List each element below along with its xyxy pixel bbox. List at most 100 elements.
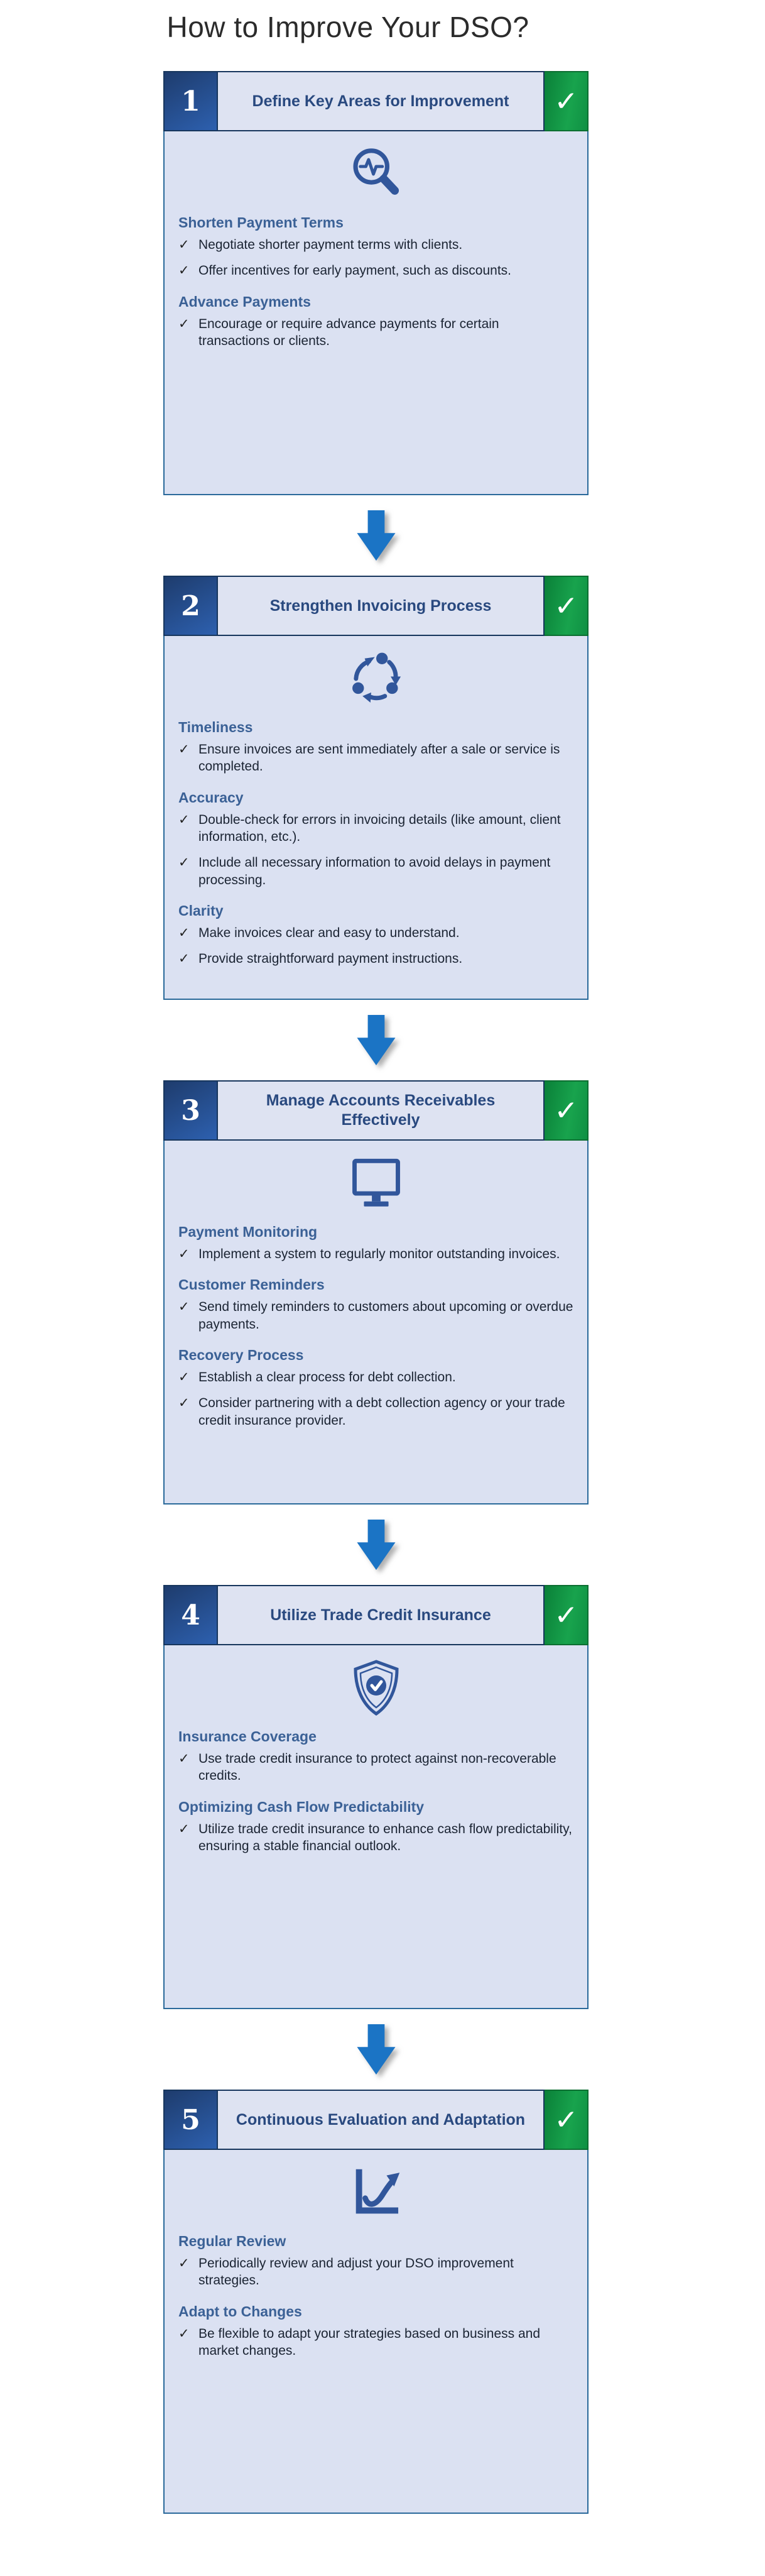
- list-item: ✓ Send timely reminders to customers abou…: [178, 1298, 573, 1333]
- section: Clarity ✓ Make invoices clear and easy to …: [178, 902, 573, 968]
- step-sections: Insurance Coverage ✓Use trade credit insu…: [178, 1728, 573, 1855]
- list-item: ✓ Encourage or require advance payments f…: [178, 315, 573, 350]
- section: Shorten Payment Terms✓Negotiate shorter …: [178, 214, 573, 280]
- list-item: ✓Make invoices clear and easy to underst…: [178, 924, 573, 941]
- section-heading: Adapt to Changes: [178, 2303, 302, 2320]
- down-arrow-icon: [349, 2024, 403, 2077]
- bullet-list: ✓ Make invoices clear and easy to underst…: [178, 924, 573, 968]
- step-title-text: Define Key Areas for Improvement: [252, 92, 509, 110]
- step-sections: Timeliness ✓Ensure invoices are sent imme…: [178, 719, 573, 967]
- step-sections: Shorten Payment Terms✓Negotiate shorter …: [178, 214, 573, 349]
- step-number-badge: 3: [163, 1080, 217, 1141]
- bullet-list: ✓ Utilize trade credit insurance to enhan…: [178, 1821, 573, 1855]
- check-bullet-icon: ✓: [178, 263, 190, 278]
- bullet-list: ✓Establish a clear process for debt coll…: [178, 1369, 573, 1429]
- down-arrow-icon: [349, 510, 403, 563]
- check-bullet-icon: ✓: [178, 1247, 190, 1262]
- checkmark-icon: ✓: [553, 1599, 578, 1631]
- bullet-list: ✓ Double-check for errors in invoicing de…: [178, 811, 573, 889]
- step-title: Continuous Evaluation and Adaptation: [217, 2090, 545, 2151]
- section-heading: Optimizing Cash Flow Predictability: [178, 1798, 425, 1815]
- list-item: ✓Establish a clear process for debt coll…: [178, 1369, 573, 1386]
- check-badge: ✓: [545, 1585, 589, 1646]
- bullet-text: Make invoices clear and easy to understa…: [198, 925, 460, 940]
- down-arrow-icon: [349, 1520, 403, 1572]
- bullet-list: ✓ Send timely reminders to customers abou…: [178, 1298, 573, 1333]
- list-item: ✓ Be flexible to adapt your strategies ba…: [178, 2325, 573, 2360]
- bullet-text: Consider partnering with a debt collecti…: [198, 1396, 565, 1428]
- bullet-text: Be flexible to adapt your strategies bas…: [198, 2326, 541, 2359]
- step-header: 3 Manage Accounts Receivables Effectivel…: [163, 1080, 589, 1141]
- checkmark-icon: ✓: [553, 85, 578, 117]
- bullet-text: Offer incentives for early payment, such…: [198, 263, 512, 278]
- step-number-badge: 1: [163, 71, 217, 132]
- bullet-list: ✓Negotiate shorter payment terms with cl…: [178, 236, 573, 280]
- down-arrow-icon: [349, 1015, 403, 1068]
- bullet-text: Encourage or require advance payments fo…: [198, 316, 499, 349]
- list-item: ✓Double-check for errors in invoicing de…: [178, 811, 573, 846]
- step-body: Payment Monitoring✓Implement a system to…: [163, 1141, 589, 1505]
- step-sections: Payment Monitoring✓Implement a system to…: [178, 1224, 573, 1429]
- checkmark-icon: ✓: [553, 590, 578, 622]
- step-title-text: Strengthen Invoicing Process: [269, 596, 492, 615]
- step-header: 1 Define Key Areas for Improvement ✓: [163, 71, 589, 132]
- section: Optimizing Cash Flow Predictability ✓ Util…: [178, 1799, 573, 1855]
- bullet-text: Double-check for errors in invoicing det…: [198, 812, 561, 845]
- check-bullet-icon: ✓: [178, 2256, 190, 2271]
- step-title: Utilize Trade Credit Insurance: [217, 1585, 545, 1646]
- step-body: Insurance Coverage ✓Use trade credit insu…: [163, 1645, 589, 2010]
- check-bullet-icon: ✓: [178, 316, 190, 331]
- step-title-text: Continuous Evaluation and Adaptation: [236, 2110, 526, 2129]
- list-item: ✓ Provide straightforward payment instruc…: [178, 950, 573, 967]
- list-item: ✓ Periodically review and adjust your DSO…: [178, 2255, 573, 2289]
- step-header: 4 Utilize Trade Credit Insurance ✓: [163, 1585, 589, 1646]
- section-heading: Timeliness: [178, 719, 253, 736]
- section: Advance Payments ✓ Encourage or require ad…: [178, 293, 573, 350]
- bullet-text: Periodically review and adjust your DSO …: [198, 2256, 514, 2288]
- section: Timeliness ✓Ensure invoices are sent imme…: [178, 719, 573, 776]
- list-item: ✓ Offer incentives for early payment, suc…: [178, 262, 573, 279]
- section-heading: Customer Reminders: [178, 1276, 325, 1293]
- step-card-3: 3 Manage Accounts Receivables Effectivel…: [163, 1080, 589, 1505]
- check-badge: ✓: [545, 576, 589, 637]
- section-heading: Accuracy: [178, 789, 244, 806]
- step-number-badge: 2: [163, 576, 217, 637]
- check-badge: ✓: [545, 71, 589, 132]
- page-title: How to Improve Your DSO?: [166, 11, 529, 43]
- step-card-2: 2 Strengthen Invoicing Process ✓ Timelin…: [163, 576, 589, 1000]
- step-header: 5 Continuous Evaluation and Adaptation ✓: [163, 2090, 589, 2151]
- section-heading: Regular Review: [178, 2233, 286, 2250]
- check-bullet-icon: ✓: [178, 1821, 190, 1836]
- bullet-text: Utilize trade credit insurance to enhanc…: [198, 1821, 572, 1854]
- check-bullet-icon: ✓: [178, 1300, 190, 1315]
- checkmark-icon: ✓: [553, 2104, 578, 2135]
- check-bullet-icon: ✓: [178, 1751, 190, 1767]
- check-bullet-icon: ✓: [178, 1396, 190, 1411]
- section-heading: Advance Payments: [178, 293, 311, 310]
- steps-flow: 1 Define Key Areas for Improvement ✓ Sho…: [163, 71, 589, 2514]
- list-item: ✓Implement a system to regularly monitor…: [178, 1246, 573, 1263]
- section: Customer Reminders ✓ Send timely reminders…: [178, 1276, 573, 1333]
- check-bullet-icon: ✓: [178, 2326, 190, 2341]
- section-heading: Recovery Process: [178, 1347, 304, 1364]
- step-sections: Regular Review ✓ Periodically review and a…: [178, 2233, 573, 2359]
- step-number: 3: [181, 1094, 200, 1127]
- bullet-text: Provide straightforward payment instruct…: [198, 951, 463, 967]
- check-bullet-icon: ✓: [178, 1370, 190, 1385]
- bullet-text: Send timely reminders to customers about…: [198, 1300, 573, 1332]
- check-bullet-icon: ✓: [178, 855, 190, 870]
- cycle-icon: [178, 650, 573, 708]
- step-body: Timeliness ✓Ensure invoices are sent imme…: [163, 636, 589, 1000]
- step-number-badge: 4: [163, 1585, 217, 1646]
- section-heading: Insurance Coverage: [178, 1728, 317, 1745]
- step-title: Manage Accounts Receivables Effectively: [217, 1080, 545, 1141]
- step-number: 5: [181, 2103, 200, 2136]
- step-title: Strengthen Invoicing Process: [217, 576, 545, 637]
- list-item: ✓Use trade credit insurance to protect a…: [178, 1750, 573, 1785]
- list-item: ✓Include all necessary information to av…: [178, 854, 573, 889]
- section-heading: Clarity: [178, 902, 224, 919]
- step-number: 1: [181, 85, 200, 118]
- bullet-list: ✓Ensure invoices are sent immediately af…: [178, 741, 573, 776]
- check-bullet-icon: ✓: [178, 951, 190, 967]
- shield-check-icon: [178, 1659, 573, 1717]
